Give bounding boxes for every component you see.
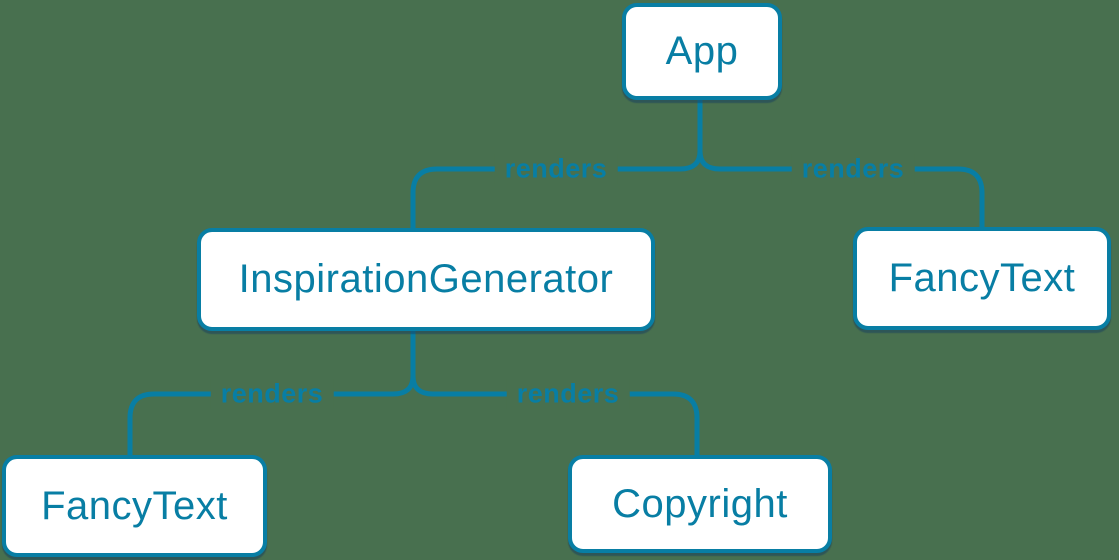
node-copyright: Copyright	[568, 455, 832, 553]
node-copyright-label: Copyright	[612, 481, 788, 526]
node-fancy-text-right: FancyText	[853, 227, 1111, 330]
node-inspiration-generator-label: InspirationGenerator	[238, 257, 614, 301]
connector-app-to-fancytext	[697, 148, 985, 230]
node-fancy-text-left: FancyText	[2, 455, 267, 557]
edge-label-renders-app-fancytext: renders	[791, 153, 915, 185]
edge-label-renders-inspirationgenerator-copyright: renders	[506, 378, 630, 410]
edge-label-renders-inspirationgenerator-fancytext: renders	[210, 378, 334, 410]
node-fancy-text-left-label: FancyText	[41, 483, 228, 528]
connector-inspirationgenerator-to-copyright	[410, 373, 700, 458]
edge-label-renders-app-inspirationgenerator: renders	[494, 153, 618, 185]
node-app-label: App	[665, 29, 739, 73]
node-app: App	[622, 3, 782, 100]
node-fancy-text-right-label: FancyText	[888, 256, 1076, 300]
node-inspiration-generator: InspirationGenerator	[197, 228, 655, 331]
